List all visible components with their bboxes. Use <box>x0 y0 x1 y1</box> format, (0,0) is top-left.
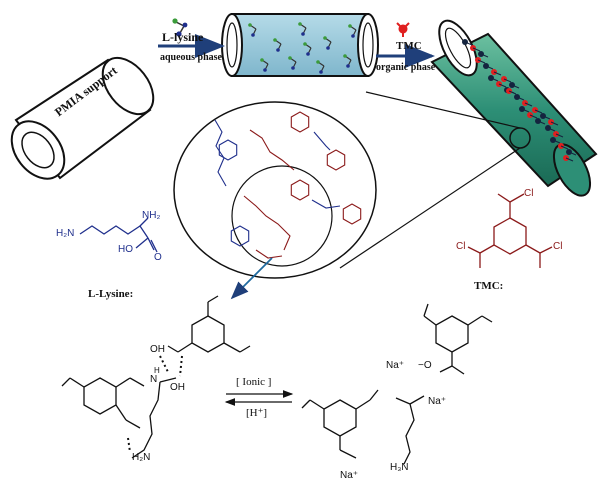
tmc-cl-top: Cl <box>524 188 534 199</box>
salt-na-bottom: Na⁺ <box>340 470 359 481</box>
zoom-line-top <box>365 91 521 129</box>
complex-n: N <box>150 374 158 385</box>
polyamide-structure <box>214 111 362 259</box>
complex-oh-top: OH <box>150 344 165 355</box>
lysine-o: O <box>154 252 162 263</box>
salt-na-top: Na⁺ <box>386 360 405 371</box>
complex-h: H <box>154 366 160 375</box>
salt-h3n: H₃N <box>390 462 409 473</box>
polyamide-network-on-tube <box>462 39 577 162</box>
complex-oh-mid: OH <box>170 382 185 393</box>
aqueous-tube <box>221 13 379 77</box>
tmc-cl-right: Cl <box>553 241 563 252</box>
salt-o-minus: −O <box>418 360 432 371</box>
organic-tube <box>430 19 598 197</box>
zoom-line-bottom <box>339 147 521 269</box>
lysine-nh2: NH₂ <box>142 210 161 221</box>
aqueous-phase-label: aqueous phase <box>160 52 222 63</box>
pmia-support-tube <box>10 56 155 180</box>
tmc-caption: TMC: <box>474 280 504 292</box>
lysine-caption: L-Lysine: <box>88 288 134 300</box>
tmc-icon <box>396 22 410 37</box>
hplus-label: [H⁺] <box>246 407 268 419</box>
zoom-circle <box>173 101 377 279</box>
lysine-h2n: H₂N <box>56 228 75 239</box>
ionic-complex-left <box>61 295 251 459</box>
lysine-molecules-on-tube <box>248 22 357 74</box>
tmc-step-label: TMC <box>396 40 422 52</box>
lysine-structure <box>79 217 158 253</box>
detail-arrow <box>230 257 273 300</box>
lysine-icon <box>172 18 188 37</box>
salt-na-mid: Na⁺ <box>428 396 447 407</box>
ionic-label: [ Ionic ] <box>236 376 272 388</box>
organic-phase-label: organic phase <box>376 62 436 73</box>
tmc-cl-left: Cl <box>456 241 466 252</box>
hydrogen-bonds <box>127 355 183 453</box>
complex-h2n: H₂N <box>132 452 151 463</box>
ionic-salt-right <box>301 303 493 465</box>
lysine-step-label: L-lysine <box>162 30 204 44</box>
lysine-ho: HO <box>118 244 133 255</box>
tmc-structure <box>467 193 553 268</box>
